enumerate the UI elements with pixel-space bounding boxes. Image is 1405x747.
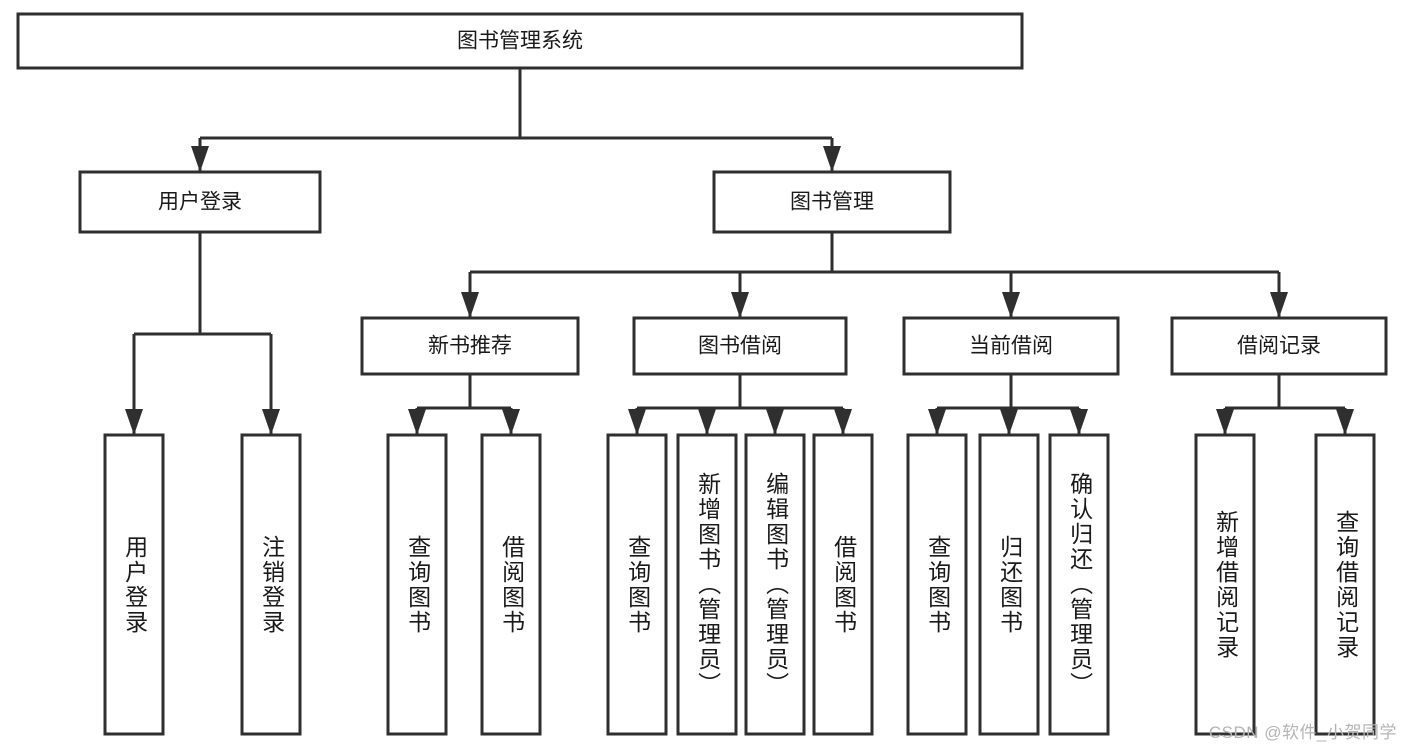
arrow-head-icon (1002, 292, 1020, 318)
node-box-br-query-record[interactable] (1314, 433, 1376, 736)
arrow-head-icon (1270, 292, 1288, 318)
node-box-nbr-query-book[interactable] (386, 433, 448, 736)
node-box-bb-edit-book[interactable] (744, 433, 806, 736)
arrow-head-icon (408, 409, 426, 435)
node-label-borrow-record: 借阅记录 (1237, 335, 1321, 358)
arrow-head-icon (628, 409, 646, 435)
node-label-new-book-recommend: 新书推荐 (428, 335, 512, 358)
node-box-book-borrow[interactable] (632, 316, 848, 376)
arrow-head-icon (731, 292, 749, 318)
node-box-new-book-recommend[interactable] (360, 316, 580, 376)
node-box-br-add-record[interactable] (1194, 433, 1256, 736)
node-label-book-borrow: 图书借阅 (698, 335, 782, 358)
node-box-cb-query-book[interactable] (906, 433, 968, 736)
node-box-root[interactable] (16, 12, 1024, 70)
node-box-cb-return-book[interactable] (978, 433, 1040, 736)
node-box-bb-add-book[interactable] (676, 433, 738, 736)
node-box-user-login-do[interactable] (103, 433, 165, 736)
arrow-head-icon (191, 146, 209, 172)
arrow-head-icon (262, 409, 280, 435)
node-label-user-login: 用户登录 (158, 191, 242, 214)
arrow-head-icon (1070, 409, 1088, 435)
node-box-borrow-record[interactable] (1170, 316, 1388, 376)
arrow-head-icon (834, 409, 852, 435)
node-box-nbr-borrow-book[interactable] (480, 433, 542, 736)
node-box-bb-query-book[interactable] (606, 433, 668, 736)
node-box-bb-borrow-book[interactable] (812, 433, 874, 736)
arrow-head-icon (502, 409, 520, 435)
node-box-user-logout[interactable] (240, 433, 302, 736)
node-box-cb-confirm-return[interactable] (1048, 433, 1110, 736)
boxes-layer (16, 12, 1388, 736)
arrow-head-icon (698, 409, 716, 435)
node-box-current-borrow[interactable] (902, 316, 1120, 376)
arrow-head-icon (1000, 409, 1018, 435)
arrow-head-icon (461, 292, 479, 318)
arrow-head-icon (125, 409, 143, 435)
node-label-book-manage: 图书管理 (790, 191, 874, 214)
watermark: CSDN @软件_小贺同学 (1208, 723, 1397, 742)
node-box-book-manage[interactable] (712, 170, 952, 234)
arrow-head-icon (766, 409, 784, 435)
node-box-user-login[interactable] (78, 170, 322, 234)
node-label-current-borrow: 当前借阅 (969, 335, 1053, 358)
connectors-layer (125, 68, 1354, 435)
node-label-root: 图书管理系统 (457, 30, 583, 53)
arrow-head-icon (823, 146, 841, 172)
arrow-head-icon (1216, 409, 1234, 435)
arrow-head-icon (1336, 409, 1354, 435)
arrow-head-icon (928, 409, 946, 435)
